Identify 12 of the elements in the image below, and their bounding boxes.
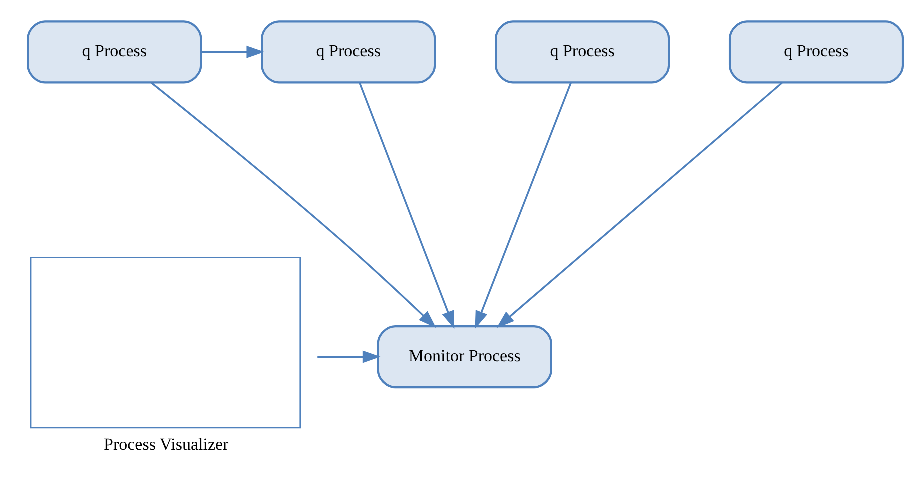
node-box: q Process	[261, 20, 436, 84]
arrow	[150, 82, 436, 328]
arrow	[318, 350, 381, 364]
arrow	[201, 46, 265, 58]
node-box: Monitor Process	[377, 325, 552, 389]
arrow	[475, 82, 572, 330]
arrow	[359, 82, 455, 330]
node-box: q Process	[495, 20, 670, 84]
node-label: Process Visualizer	[104, 435, 229, 454]
node-box: q Process	[27, 20, 202, 84]
node-box: q Process	[728, 20, 904, 84]
arrow	[496, 82, 783, 328]
